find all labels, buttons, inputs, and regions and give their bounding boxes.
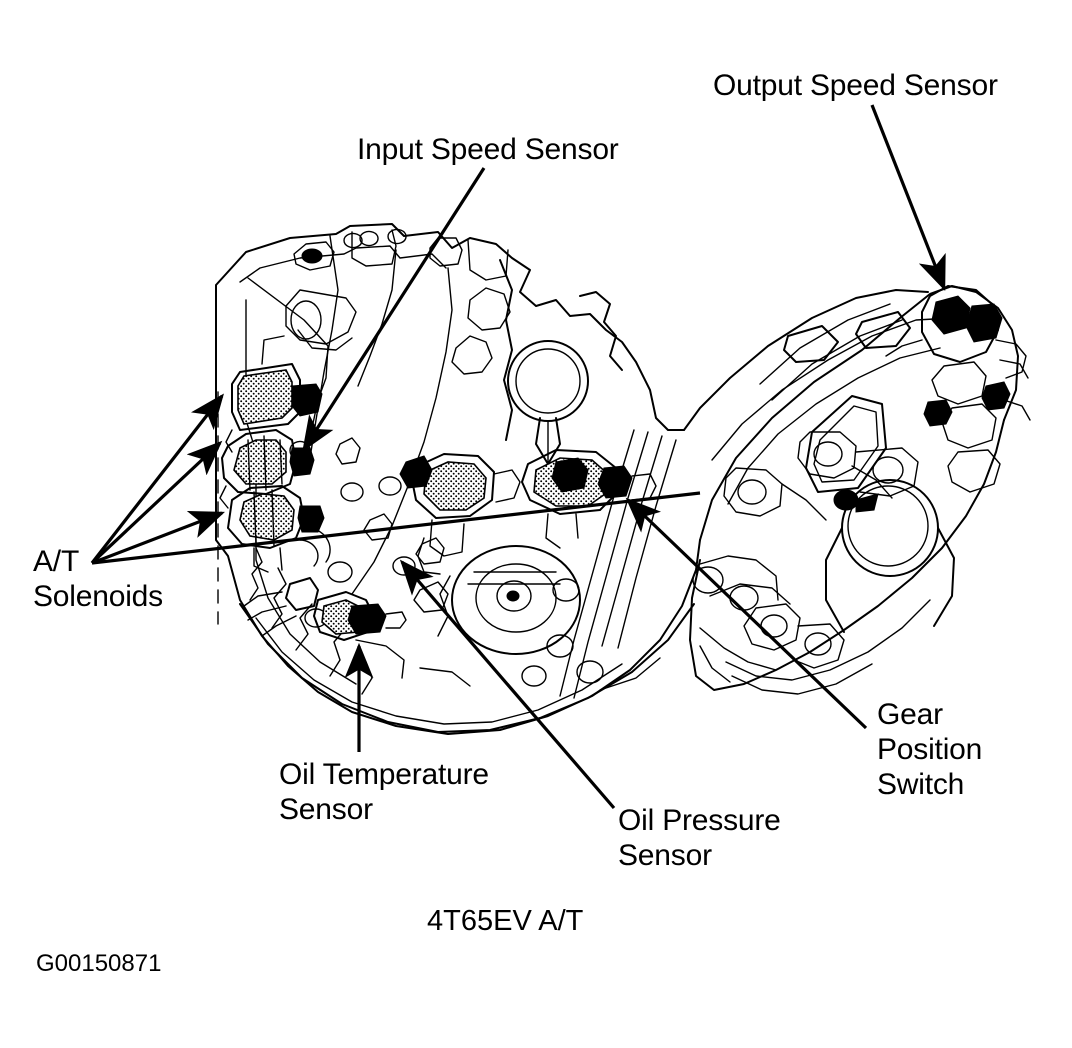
callout-line-2: Solenoids	[33, 580, 163, 613]
callout-line-2: Sensor	[279, 793, 373, 826]
callout-line-3: Switch	[877, 768, 965, 801]
callout-label-output-speed-sensor: Output Speed Sensor	[713, 69, 998, 102]
leader-input-speed-sensor	[302, 167, 486, 452]
gear-position-switch-part	[521, 449, 657, 549]
callout-leader-lines	[90, 104, 946, 810]
leader-output-speed-sensor	[870, 104, 946, 291]
oil-temperature-sensor-part	[243, 577, 407, 641]
at-solenoid-cluster	[219, 335, 331, 573]
leader-at-solenoids	[90, 393, 701, 565]
callout-line-1: A/T	[33, 545, 80, 578]
transaxle-body	[215, 223, 1031, 735]
oil-pressure-sensor-part	[399, 453, 521, 575]
callout-label-input-speed-sensor: Input Speed Sensor	[357, 133, 619, 166]
transaxle-pan-edge	[239, 603, 695, 733]
figure-caption: 4T65EV A/T	[427, 905, 584, 937]
output-speed-sensor-part	[885, 285, 1027, 379]
center-case	[399, 259, 677, 699]
callout-line-1: Oil Pressure	[618, 804, 781, 837]
left-bell-housing	[215, 223, 701, 735]
callout-line-1: Gear	[877, 698, 943, 731]
right-extension-housing	[683, 285, 1031, 695]
callout-line-1: Oil Temperature	[279, 758, 489, 791]
callout-line-2: Sensor	[618, 839, 712, 872]
leader-oil-pressure-sensor	[399, 559, 616, 810]
callout-line-2: Position	[877, 733, 983, 766]
figure-id: G00150871	[36, 950, 162, 977]
leader-gear-position-switch	[625, 497, 868, 730]
